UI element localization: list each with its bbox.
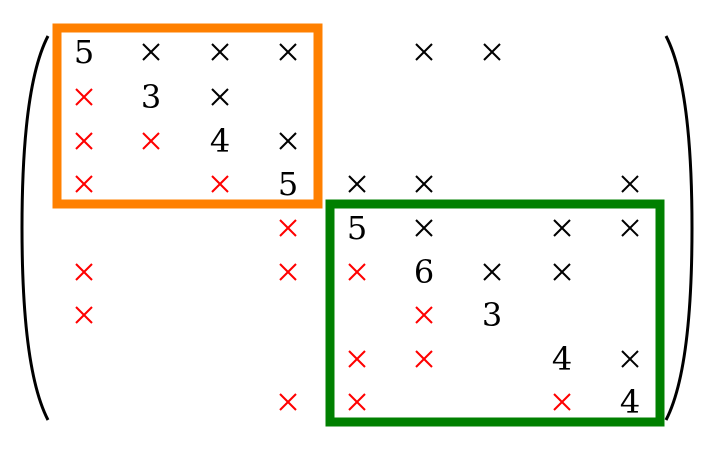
mirrored-cross-icon [279, 263, 297, 281]
mirrored-cross-icon [211, 175, 229, 193]
diagonal-value: 4 [552, 340, 572, 378]
cross-icon [621, 219, 639, 237]
block-top-left [52, 23, 323, 209]
diagonal-value: 3 [482, 296, 502, 334]
cross-icon [553, 263, 571, 281]
mirrored-cross-icon [415, 350, 433, 368]
block-highlights [52, 23, 665, 427]
matrix-entries: 5 3 4 5 5 6 3 4 4 [74, 33, 640, 421]
mirrored-cross-icon [75, 175, 93, 193]
diagonal-value: 5 [74, 33, 94, 71]
mirrored-cross-icon [75, 263, 93, 281]
mirrored-cross-icon [75, 306, 93, 324]
cross-icon [483, 263, 501, 281]
cross-icon [279, 43, 297, 61]
diagonal-value: 4 [620, 383, 640, 421]
right-bracket-icon [664, 35, 694, 421]
diagonal-value: 4 [210, 122, 230, 160]
mirrored-cross-icon [75, 88, 93, 106]
block-bottom-right [325, 199, 665, 427]
cross-icon [415, 43, 433, 61]
mirrored-cross-icon [142, 132, 160, 150]
cross-icon [348, 175, 366, 193]
mirrored-cross-icon [415, 306, 433, 324]
mirrored-cross-icon [279, 393, 297, 411]
mirrored-cross-icon [348, 350, 366, 368]
diagonal-value: 6 [414, 253, 434, 291]
cross-icon [279, 132, 297, 150]
mirrored-cross-icon [348, 263, 366, 281]
left-bracket-icon [20, 35, 50, 421]
cross-icon [142, 43, 160, 61]
cross-icon [211, 88, 229, 106]
diagonal-value: 5 [278, 165, 298, 203]
cross-icon [621, 175, 639, 193]
diagonal-value: 3 [141, 78, 161, 116]
mirrored-cross-icon [553, 393, 571, 411]
cross-icon [553, 219, 571, 237]
diagonal-value: 5 [347, 209, 367, 247]
cross-icon [211, 43, 229, 61]
cross-icon [621, 350, 639, 368]
cross-icon [415, 175, 433, 193]
cross-icon [483, 43, 501, 61]
cross-icon [415, 219, 433, 237]
mirrored-cross-icon [75, 132, 93, 150]
mirrored-cross-icon [348, 393, 366, 411]
mirrored-cross-icon [279, 219, 297, 237]
